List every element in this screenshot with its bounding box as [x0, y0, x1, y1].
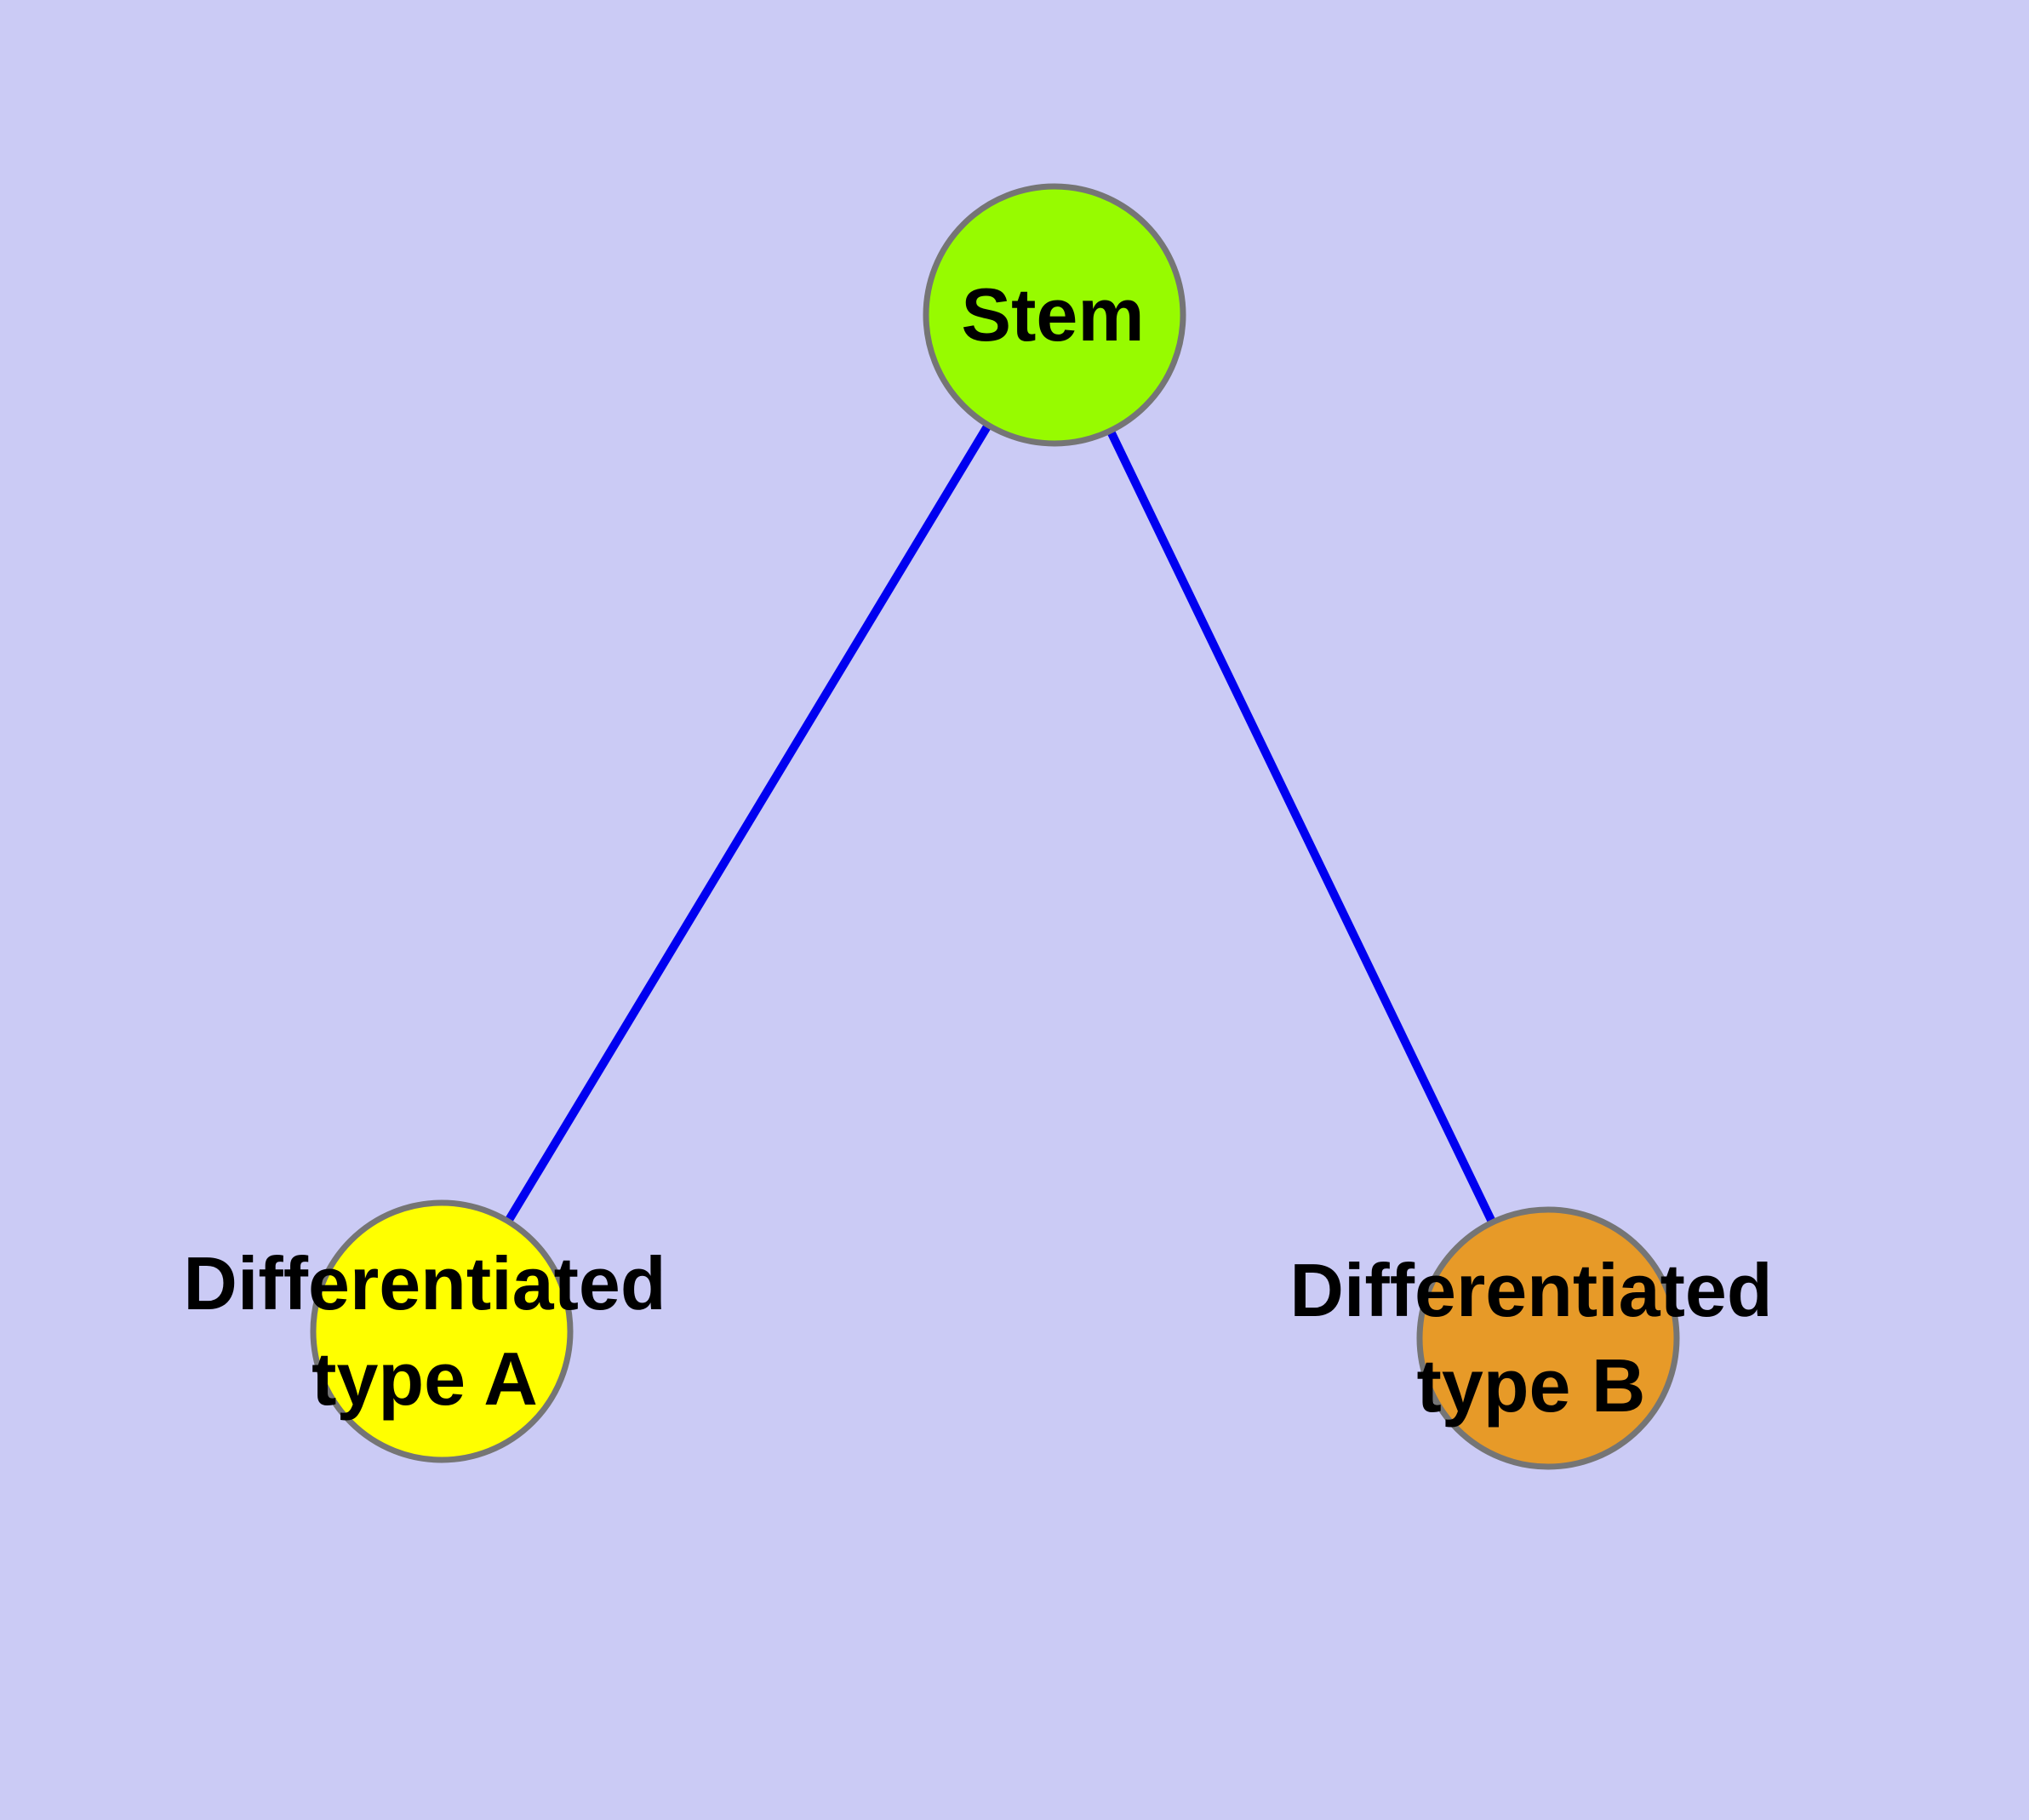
node-type-b-circle — [1416, 1206, 1680, 1470]
node-type-a-circle — [310, 1199, 574, 1463]
edge-stem-to-type-a — [437, 312, 1059, 1334]
edge-stem-to-type-b — [1050, 312, 1552, 1341]
node-stem-circle — [923, 183, 1186, 447]
